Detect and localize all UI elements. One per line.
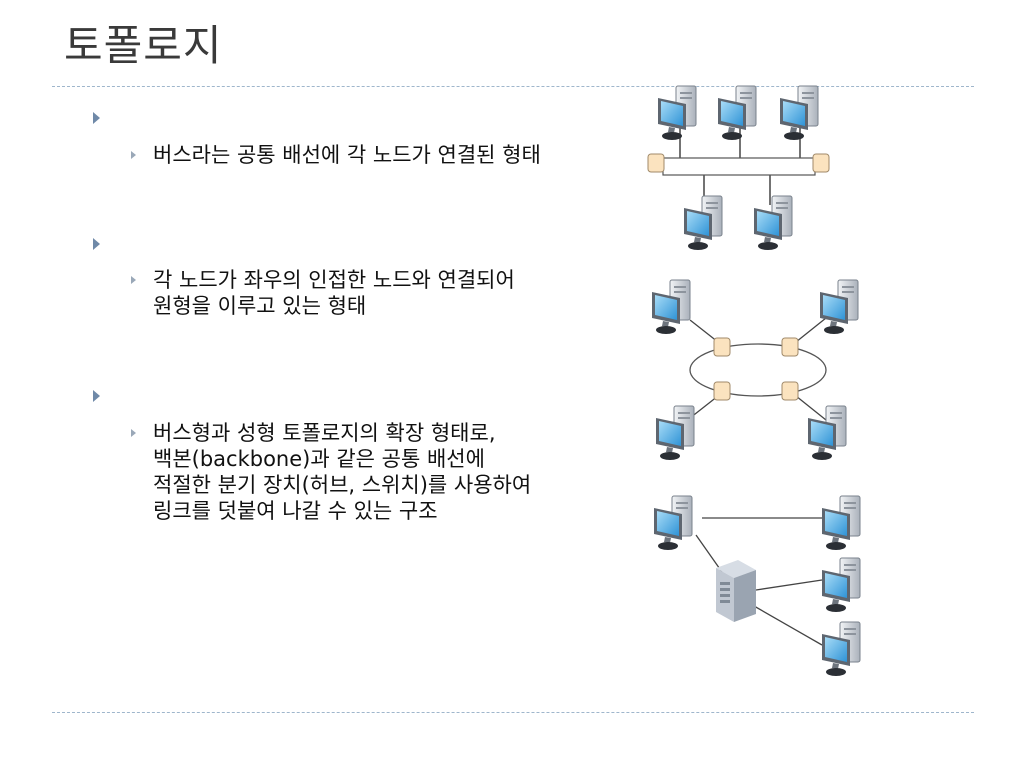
bus-topology-diagram — [647, 85, 830, 251]
ring-connector-1 — [713, 337, 731, 357]
ring-connector-2 — [781, 337, 799, 357]
bullet-level2-bus — [131, 151, 136, 159]
bullet-level2-ring — [131, 276, 136, 284]
ring-cable — [689, 343, 827, 397]
bullet-level1-bus — [93, 112, 100, 124]
ring-description-line-1: 각 노드가 좌우의 인접한 노드와 연결되어 — [153, 268, 515, 292]
ring-pc-icon-2 — [819, 279, 859, 335]
ring-connector-4 — [781, 381, 799, 401]
slide-title: 토폴로지 — [64, 21, 223, 70]
ring-pc-icon-3 — [655, 405, 695, 461]
tree-pc-icon-2 — [821, 495, 861, 551]
bus-description: 버스라는 공통 배선에 각 노드가 연결된 형태 — [153, 143, 541, 167]
tree-description-line-4: 링크를 덧붙여 나갈 수 있는 구조 — [153, 499, 438, 523]
tree-topology-diagram — [653, 495, 861, 677]
bullet-level2-tree — [131, 429, 136, 437]
bus-pc-icon-3 — [779, 85, 819, 141]
ring-pc-icon-1 — [651, 279, 691, 335]
bus-pc-icon-2 — [717, 85, 757, 141]
bus-terminator-right — [812, 153, 830, 173]
bus-pc-icon-4 — [683, 195, 723, 251]
bus-backbone — [662, 157, 816, 176]
bus-pc-icon-1 — [657, 85, 697, 141]
bus-pc-icon-5 — [753, 195, 793, 251]
tree-pc-icon-3 — [821, 557, 861, 613]
bullet-level1-tree — [93, 390, 100, 402]
bus-terminator-left — [647, 153, 665, 173]
tree-pc-icon-1 — [653, 495, 693, 551]
tree-description-line-3: 적절한 분기 장치(허브, 스위치)를 사용하여 — [153, 473, 532, 497]
bottom-divider — [52, 712, 974, 713]
ring-description-line-2: 원형을 이루고 있는 형태 — [153, 294, 367, 318]
ring-pc-icon-4 — [807, 405, 847, 461]
server-tower-icon — [716, 560, 756, 622]
ring-connector-3 — [713, 381, 731, 401]
tree-pc-icon-4 — [821, 621, 861, 677]
top-divider — [52, 86, 974, 87]
tree-description-line-2: 백본(backbone)과 같은 공통 배선에 — [153, 447, 485, 471]
bullet-level1-ring — [93, 238, 100, 250]
ring-topology-diagram — [651, 279, 859, 461]
tree-description-line-1: 버스형과 성형 토폴로지의 확장 형태로, — [153, 421, 496, 445]
